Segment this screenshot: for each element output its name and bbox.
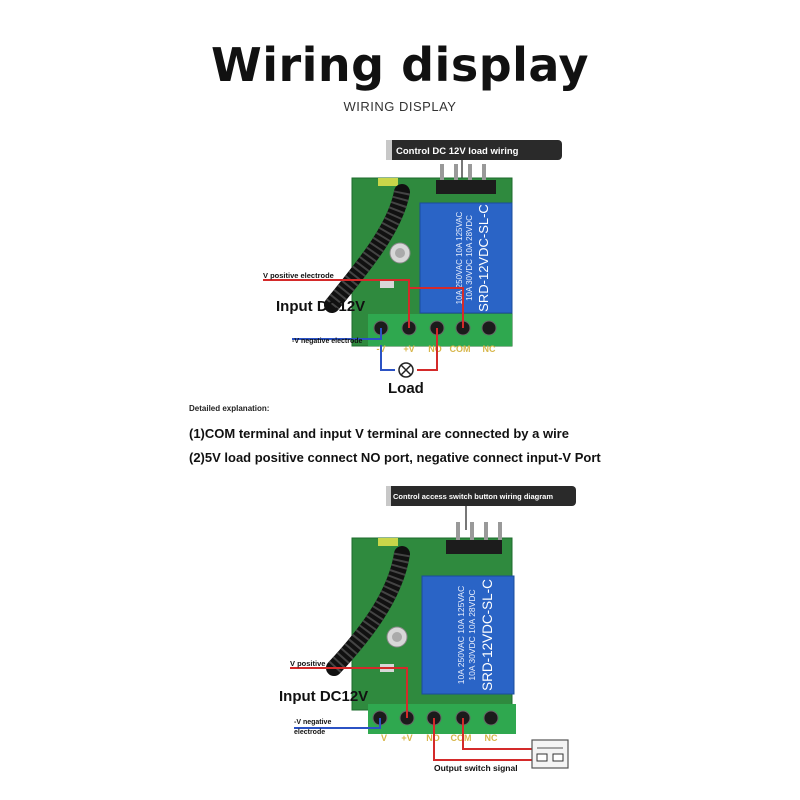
banner-access-switch: Control access switch button wiring diag… [386, 486, 576, 530]
relay-model-text: SRD-12VDC-SL-C [476, 204, 491, 312]
antenna-coil [324, 184, 410, 313]
wiring-diagram-dc-load: Control DC 12V load wiring SRD-12VDC-SL-… [263, 140, 562, 397]
load-label: Load [388, 380, 424, 397]
relay-rating-text: 10A 250VAC 10A 125VAC [455, 211, 464, 304]
output-switch-icon [531, 739, 569, 769]
v-negative-label: -V negative [294, 719, 331, 726]
relay-model-text: SRD-12VDC-SL-C [480, 579, 495, 691]
v-negative-label: electrode [294, 729, 325, 736]
banner-access-switch-text: Control access switch button wiring diag… [393, 492, 553, 501]
wiring-diagram-access-switch: Control access switch button wiring diag… [279, 486, 576, 773]
terminal-label-v-pos: +V [403, 344, 414, 354]
relay-module: SRD-12VDC-SL-C 10A 30VDC 10A 28VDC 10A 2… [419, 202, 513, 314]
page-subtitle: WIRING DISPLAY [343, 99, 457, 114]
terminal-block: V +V NO COM NC [368, 704, 516, 743]
output-switch-label: Output switch signal [434, 763, 518, 773]
terminal-label-v: V [381, 733, 387, 743]
antenna-coil [326, 546, 410, 676]
terminal-label-no: NO [428, 344, 442, 354]
terminal-label-com: COM [451, 733, 472, 743]
wires [290, 667, 532, 761]
explanation-line-1: (1)COM terminal and input V terminal are… [189, 426, 569, 441]
explanation-heading: Detailed explanation: [189, 404, 270, 413]
banner-dc-load-text: Control DC 12V load wiring [396, 146, 519, 157]
relay-rating-text: 10A 30VDC 10A 28VDC [465, 215, 474, 301]
wires [263, 279, 464, 371]
v-negative-label: -V negative electrode [292, 338, 363, 345]
relay-module: SRD-12VDC-SL-C 10A 30VDC 10A 28VDC 10A 2… [421, 575, 515, 695]
terminal-label-nc: NC [483, 344, 496, 354]
relay-rating-text: 10A 250VAC 10A 125VAC [456, 586, 466, 684]
input-dc12v-label: Input DC12V [276, 298, 365, 315]
terminal-label-v-pos: +V [401, 733, 412, 743]
terminal-label-nc: NC [485, 733, 498, 743]
terminal-label-com: COM [450, 344, 471, 354]
explanation-line-2: (2)5V load positive connect NO port, neg… [189, 450, 601, 465]
v-positive-label: V positive electrode [263, 271, 334, 280]
banner-dc-load: Control DC 12V load wiring [386, 140, 562, 182]
terminal-block: -V +V NO COM NC [368, 314, 512, 354]
page-title: Wiring display [210, 38, 590, 92]
relay-rating-text: 10A 30VDC 10A 28VDC [467, 589, 477, 680]
input-dc12v-label: Input DC12V [279, 688, 368, 705]
load-lamp-icon [398, 362, 414, 378]
v-positive-label: V positive [290, 659, 325, 668]
